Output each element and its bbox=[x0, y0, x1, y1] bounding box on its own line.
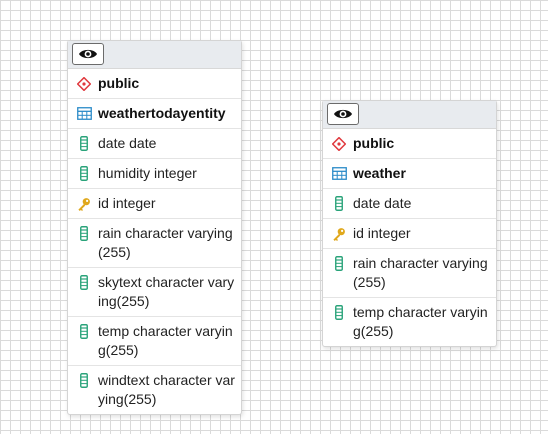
column-icon bbox=[76, 134, 92, 153]
schema-name: public bbox=[353, 135, 395, 151]
column-row: humidity integer bbox=[68, 159, 241, 189]
schema-diamond-icon bbox=[331, 134, 347, 153]
table-name: weathertodayentity bbox=[98, 105, 226, 121]
column-icon bbox=[76, 164, 92, 183]
column-label: humidity integer bbox=[98, 165, 197, 181]
column-label: rain character varying(255) bbox=[353, 255, 488, 290]
column-icon bbox=[331, 303, 347, 322]
column-row: date date bbox=[68, 129, 241, 159]
eye-icon bbox=[79, 49, 97, 59]
column-label: rain character varying(255) bbox=[98, 225, 233, 260]
column-row: temp character varying(255) bbox=[68, 317, 241, 366]
column-list: date date id integer rain character varyin… bbox=[323, 189, 496, 346]
schema-row: public bbox=[323, 129, 496, 159]
column-icon bbox=[76, 273, 92, 292]
table-icon bbox=[331, 164, 347, 183]
table-icon bbox=[76, 104, 92, 123]
table-name: weather bbox=[353, 165, 406, 181]
eye-icon bbox=[334, 109, 352, 119]
column-icon bbox=[331, 194, 347, 213]
column-icon bbox=[76, 322, 92, 341]
column-label: id integer bbox=[353, 225, 411, 241]
eye-toggle-button[interactable] bbox=[72, 43, 104, 65]
table-card-weathertodayentity[interactable]: public weathertodayentity date date humid… bbox=[67, 40, 242, 415]
column-row: id integer bbox=[323, 219, 496, 249]
column-row: id integer bbox=[68, 189, 241, 219]
column-icon bbox=[76, 371, 92, 390]
schema-name: public bbox=[98, 75, 140, 91]
column-row: windtext character varying(255) bbox=[68, 366, 241, 414]
column-label: id integer bbox=[98, 195, 156, 211]
table-card-header bbox=[68, 41, 241, 69]
column-list: date date humidity integer id integer rain … bbox=[68, 129, 241, 414]
column-icon bbox=[76, 224, 92, 243]
column-row: rain character varying(255) bbox=[68, 219, 241, 268]
column-label: date date bbox=[353, 195, 412, 211]
column-label: skytext character varying(255) bbox=[98, 274, 235, 309]
column-icon bbox=[331, 254, 347, 273]
column-label: windtext character varying(255) bbox=[98, 372, 235, 407]
primary-key-icon bbox=[76, 194, 92, 213]
schema-row: public bbox=[68, 69, 241, 99]
column-label: temp character varying(255) bbox=[98, 323, 233, 358]
column-row: skytext character varying(255) bbox=[68, 268, 241, 317]
column-row: date date bbox=[323, 189, 496, 219]
column-row: rain character varying(255) bbox=[323, 249, 496, 298]
table-name-row: weathertodayentity bbox=[68, 99, 241, 129]
schema-diamond-icon bbox=[76, 74, 92, 93]
primary-key-icon bbox=[331, 224, 347, 243]
column-row: temp character varying(255) bbox=[323, 298, 496, 346]
eye-toggle-button[interactable] bbox=[327, 103, 359, 125]
column-label: date date bbox=[98, 135, 157, 151]
table-name-row: weather bbox=[323, 159, 496, 189]
column-label: temp character varying(255) bbox=[353, 304, 488, 339]
table-card-header bbox=[323, 101, 496, 129]
table-card-weather[interactable]: public weather date date id integer rain c… bbox=[322, 100, 497, 347]
